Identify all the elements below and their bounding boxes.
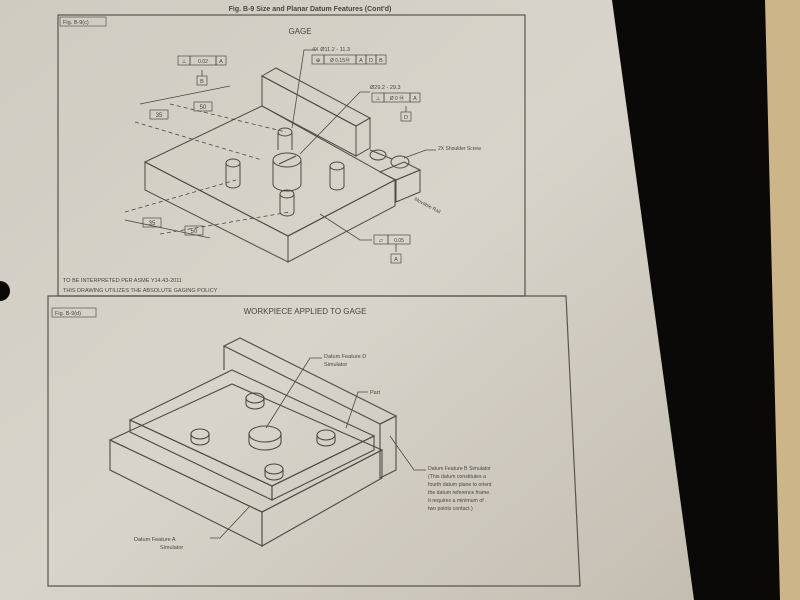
shoulder-screw-1	[369, 149, 387, 161]
label-datum-a-line2: Simulator	[160, 545, 183, 551]
dim-box-top-2	[193, 101, 213, 112]
dim-box-bottom-2	[184, 225, 204, 236]
label-datum-b-line3: fourth datum plane to orient	[428, 482, 492, 488]
perp-frame-symbol: ⊥	[376, 95, 381, 102]
label-datum-b-line5: It requires a minimum of	[428, 498, 484, 504]
simulator-base-side	[261, 449, 383, 547]
gage-base-side	[287, 179, 396, 263]
holes-frame-tol: Ø 0.15Ⓜ	[330, 57, 350, 64]
label-datum-b-block: Datum Feature B Simulator (This datum co…	[428, 466, 492, 512]
movable-rail-side	[395, 169, 421, 203]
rail-end	[379, 415, 397, 479]
label-datum-a-line1: Datum Feature A	[134, 537, 176, 543]
label-datum-b-line1: Datum Feature B Simulator	[428, 466, 491, 472]
holes-frame-datum-a: A	[359, 58, 363, 64]
label-datum-d-line2: Simulator	[324, 362, 347, 368]
label-datum-d-line1: Datum Feature D	[324, 354, 366, 360]
gage-drawing	[124, 49, 436, 263]
fixed-rail-end	[355, 117, 371, 157]
binder-hole	[0, 281, 10, 301]
left-frame-datum: A	[219, 59, 223, 65]
datum-a-box	[390, 253, 402, 264]
screw-shaft	[369, 149, 393, 160]
wooden-edge	[765, 0, 800, 600]
flatness-symbol: ▱	[379, 238, 384, 244]
callout-holes-size: 4X Ø11.2 - 11.3	[312, 47, 350, 53]
shoulder-screw-2	[390, 155, 410, 169]
label-datum-b-line6: two points contact.)	[428, 506, 473, 512]
callout-left-frame: ⊥ 0.02 A	[177, 55, 227, 66]
top-panel-tag-box	[59, 16, 107, 27]
dim-box-top-1	[149, 109, 169, 120]
label-part: Part	[370, 390, 381, 396]
dim-bottom-1: 35	[149, 221, 156, 227]
note-asme: TO BE INTERPRETED PER ASME Y14.43-2011	[63, 278, 182, 284]
holes-frame-datum-d: D	[369, 58, 373, 64]
flatness-frame: ▱ 0.05	[373, 234, 411, 245]
callout-holes-frame: ⊕ Ø 0.15Ⓜ A D B	[311, 54, 387, 65]
perp-frame-tol: Ø 0 Ⓜ	[390, 95, 404, 102]
bottom-panel-tag-box	[51, 307, 97, 318]
left-frame-tol: 0.02	[198, 59, 208, 65]
workpiece-title: WORKPIECE APPLIED TO GAGE	[244, 307, 367, 316]
gage-title: GAGE	[288, 27, 311, 36]
callout-perp-size: Ø29.2 - 29.3	[370, 85, 401, 91]
label-datum-b-line2: (This datum constitutes a	[428, 474, 486, 480]
holes-frame-datum-b: B	[379, 58, 383, 64]
part-side	[271, 435, 375, 501]
note-gaging-policy: THIS DRAWING UTILIZES THE ABSOLUTE GAGIN…	[63, 288, 218, 294]
shoulder-screw-label: 2X Shoulder Screw	[438, 146, 481, 152]
top-panel-tag: Fig. B-9(c)	[63, 20, 89, 26]
bottom-panel-frame	[47, 295, 581, 587]
dim-bottom-2: 50	[191, 229, 198, 235]
datum-d-box	[400, 111, 412, 122]
callout-perp-frame: ⊥ Ø 0 Ⓜ A	[371, 92, 421, 103]
datum-d-label: D	[404, 115, 408, 121]
datum-b-box	[196, 75, 208, 86]
perp-frame-datum: A	[413, 96, 417, 102]
flatness-tol: 0.05	[394, 238, 404, 244]
figure-title: Fig. B-9 Size and Planar Datum Features …	[229, 6, 392, 13]
paper-sheet	[0, 0, 694, 600]
holes-frame-symbol: ⊕	[316, 58, 321, 64]
datum-a-label: A	[394, 257, 398, 263]
workpiece-drawing	[108, 337, 426, 547]
bottom-panel-tag: Fig. B-9(d)	[55, 311, 81, 317]
dim-top-2: 50	[200, 105, 207, 111]
label-datum-b-line4: the datum reference frame.	[428, 490, 491, 496]
dim-top-1: 35	[156, 113, 163, 119]
dim-line-top	[139, 85, 231, 105]
left-frame-symbol: ⊥	[182, 58, 187, 65]
datum-b-label: B	[200, 79, 204, 85]
dim-box-bottom-1	[142, 217, 162, 228]
